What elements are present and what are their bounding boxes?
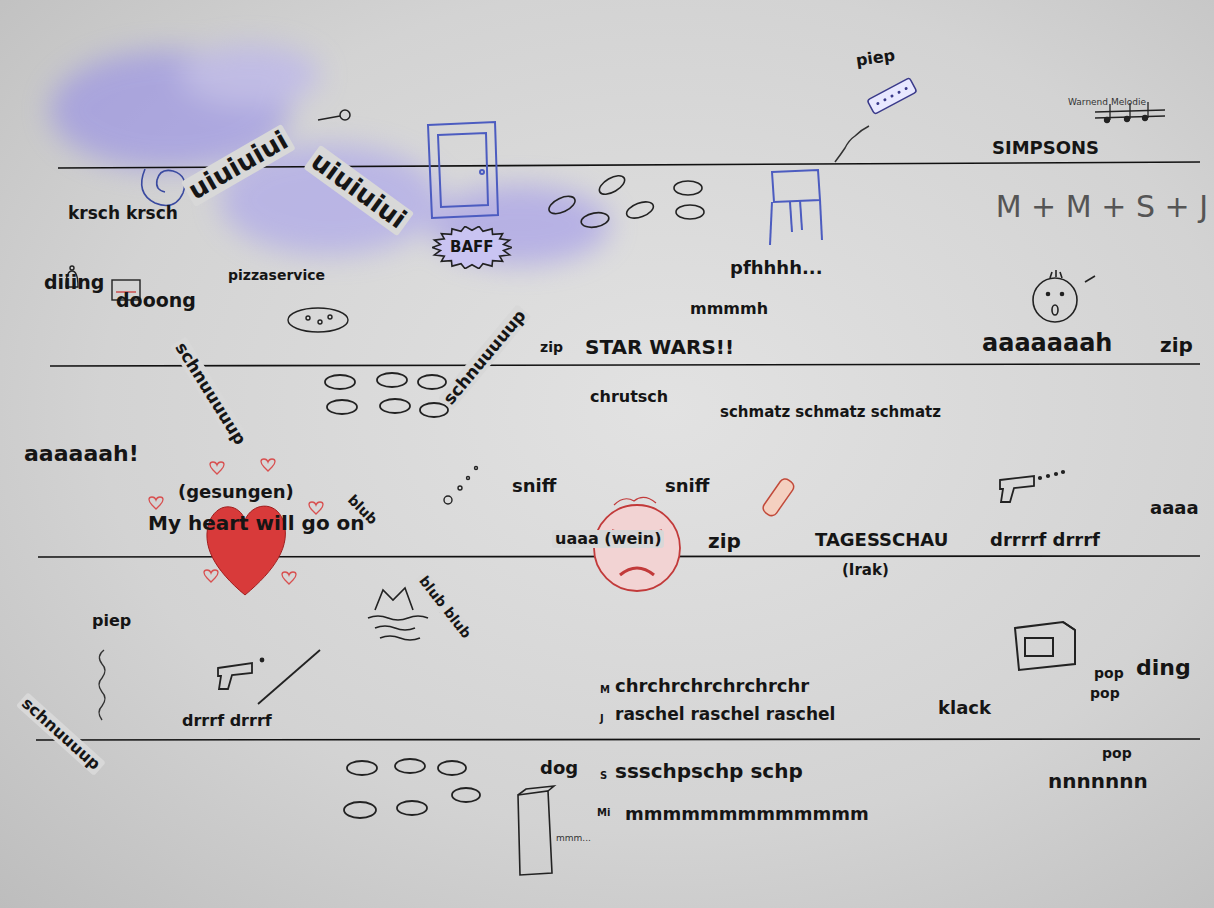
sound-word: mmm... [556, 834, 591, 844]
sound-word: dooong [116, 290, 196, 311]
wave-symbol [99, 650, 105, 720]
sound-word: TAGESSCHAU [815, 530, 948, 550]
remote-symbol [835, 78, 917, 162]
face-symbol [1033, 270, 1095, 322]
sound-word: mmmmmmmmmmmmm [625, 804, 869, 824]
sound-word: drrrrf drrrf [990, 530, 1100, 550]
pizza-symbol [288, 308, 348, 332]
sound-word: schmatz schmatz schmatz [720, 404, 941, 421]
sound-word: aaaaaah! [24, 442, 139, 466]
sound-word: diiing [44, 272, 104, 293]
staff-lines [36, 162, 1200, 740]
bandage-symbol [761, 477, 796, 518]
sound-word: Warnend Melodie [1068, 98, 1146, 108]
radio-symbol [1015, 622, 1075, 670]
sound-word: drrrf drrrf [182, 712, 272, 730]
starburst-shape: BAFF [432, 226, 512, 269]
gun-symbol [1000, 471, 1064, 502]
sound-word: raschel raschel raschel [615, 705, 835, 724]
sound-word: klack [938, 698, 991, 718]
gun-symbol [218, 650, 320, 704]
sound-word: Mi [597, 807, 610, 818]
sound-word: schnuuuuup [438, 304, 531, 410]
key-symbol [318, 110, 350, 120]
sound-word: schnuuuup [16, 692, 106, 775]
sound-word: dog [540, 758, 578, 778]
footprints [325, 373, 448, 417]
sound-word: SIMPSONS [992, 138, 1099, 158]
door-symbol [428, 122, 498, 218]
sound-word: ssschpschp schp [615, 760, 803, 782]
sound-word: chrutsch [590, 388, 668, 406]
sound-word: zip [1160, 334, 1193, 356]
chair-symbol [770, 170, 822, 245]
sound-word: krsch krsch [68, 204, 178, 223]
sound-word: piep [855, 47, 896, 70]
sound-word: sniff [665, 476, 709, 496]
sound-word: nnnnnnn [1048, 770, 1148, 792]
box-symbol [518, 786, 554, 875]
sound-word: zip [540, 340, 563, 355]
sound-word: J [600, 713, 604, 724]
sound-word: pop [1090, 686, 1120, 701]
sound-word: aaaa [1150, 498, 1199, 518]
sound-word: M [600, 684, 610, 695]
footprints [344, 759, 480, 818]
sound-word: S [600, 770, 607, 781]
sound-word: blub blub [414, 571, 476, 644]
impact-word: BAFF [450, 239, 494, 256]
sound-word: M + M + S + J [996, 190, 1208, 223]
sound-word: pizzaservice [228, 268, 325, 283]
sound-word: mmmmh [690, 300, 768, 318]
sound-word: zip [708, 530, 741, 552]
sound-word: (gesungen) [178, 482, 294, 502]
sound-word: uaaa (wein) [552, 530, 664, 548]
sound-word: sniff [512, 476, 556, 496]
footprints [546, 172, 704, 229]
bubbles [444, 467, 478, 505]
sound-word: piep [92, 612, 131, 630]
sound-word: schnuuuuup [170, 336, 251, 450]
sound-word: My heart will go on [148, 512, 365, 534]
sound-word: pop [1094, 666, 1124, 681]
sound-word: aaaaaaah [982, 330, 1112, 356]
swirl-symbol [142, 169, 185, 205]
sound-word: pfhhhh... [730, 258, 823, 278]
purple-wash [50, 45, 610, 265]
sound-word: pop [1102, 746, 1132, 761]
sound-word: STAR WARS!! [585, 336, 734, 358]
sound-word: chrchrchrchrchrchr [615, 676, 809, 696]
sound-word: ding [1136, 656, 1191, 680]
sound-word: (Irak) [842, 562, 889, 579]
